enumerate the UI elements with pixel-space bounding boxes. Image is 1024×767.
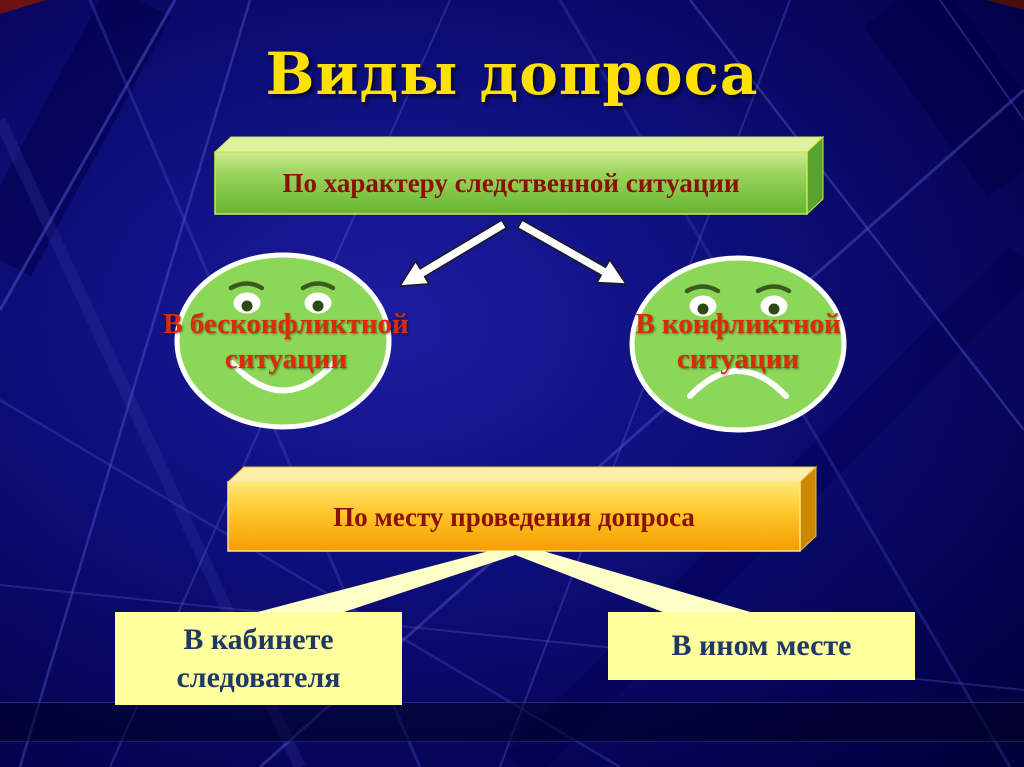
sad-face-icon (629, 255, 847, 433)
branch-label-nonconflict: В бесконфликтной ситуации (163, 307, 409, 375)
arrow-right-icon (517, 219, 627, 285)
bottom-box-other-place: В ином месте (608, 612, 915, 680)
place-category-bar (226, 465, 818, 553)
branch-label-conflict: В конфликтной ситуации (635, 307, 841, 375)
bottom-band (0, 702, 1024, 742)
bottom-box-other-place-label: В ином месте (671, 629, 852, 663)
bottom-box-office-label: В кабинете следователя (176, 623, 341, 694)
middle-box-label: По месту проведения допроса (333, 501, 695, 532)
slide-title: Виды допроса (265, 40, 759, 108)
arrow-left-icon (399, 219, 508, 287)
beam-right (505, 551, 757, 614)
smiley-face-icon (174, 252, 392, 430)
top-box-label: По характеру следственной ситуации (282, 167, 740, 198)
corner-accent-left (0, 0, 46, 14)
connector-beams (250, 551, 757, 614)
corner-accent-right (986, 0, 1024, 10)
beam-left (250, 551, 527, 614)
branch-arrows (399, 219, 627, 287)
top-category-bar (213, 135, 825, 216)
bottom-box-office: В кабинете следователя (115, 612, 402, 705)
